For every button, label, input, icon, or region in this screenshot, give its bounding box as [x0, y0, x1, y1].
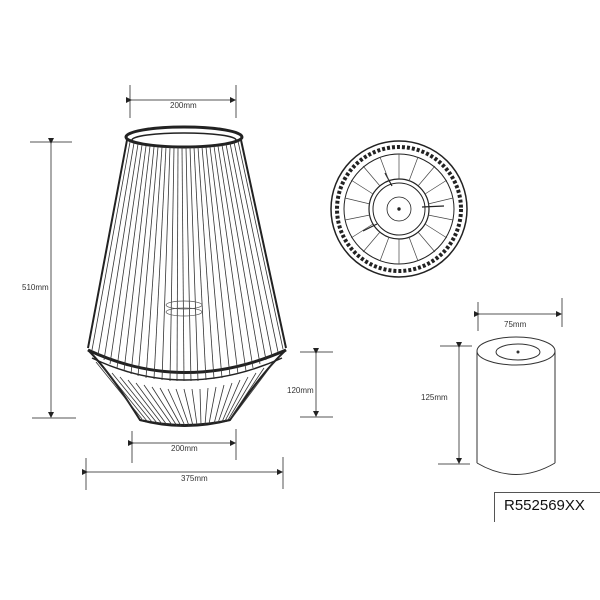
lamp-reeds-lower [95, 361, 275, 427]
dimension-lines-front [30, 85, 333, 490]
lamp-reeds-upper [91, 140, 284, 382]
dim-lower-section-height: 120mm [287, 386, 314, 395]
dim-cylinder-height: 125mm [421, 393, 448, 402]
dim-bottom-diameter: 200mm [171, 444, 198, 453]
lamp-inner-light [165, 300, 203, 317]
dimension-lines-cylinder [438, 298, 563, 465]
model-number-box [494, 492, 600, 522]
battery-cylinder-view [476, 336, 556, 475]
dim-total-height: 510mm [22, 283, 49, 292]
top-view-spokes [344, 154, 454, 264]
lamp-front-view [87, 125, 287, 427]
model-number: R552569XX [504, 497, 585, 514]
dim-cylinder-diameter: 75mm [504, 320, 527, 329]
dim-top-diameter: 200mm [170, 101, 197, 110]
dim-max-width: 375mm [181, 474, 208, 483]
